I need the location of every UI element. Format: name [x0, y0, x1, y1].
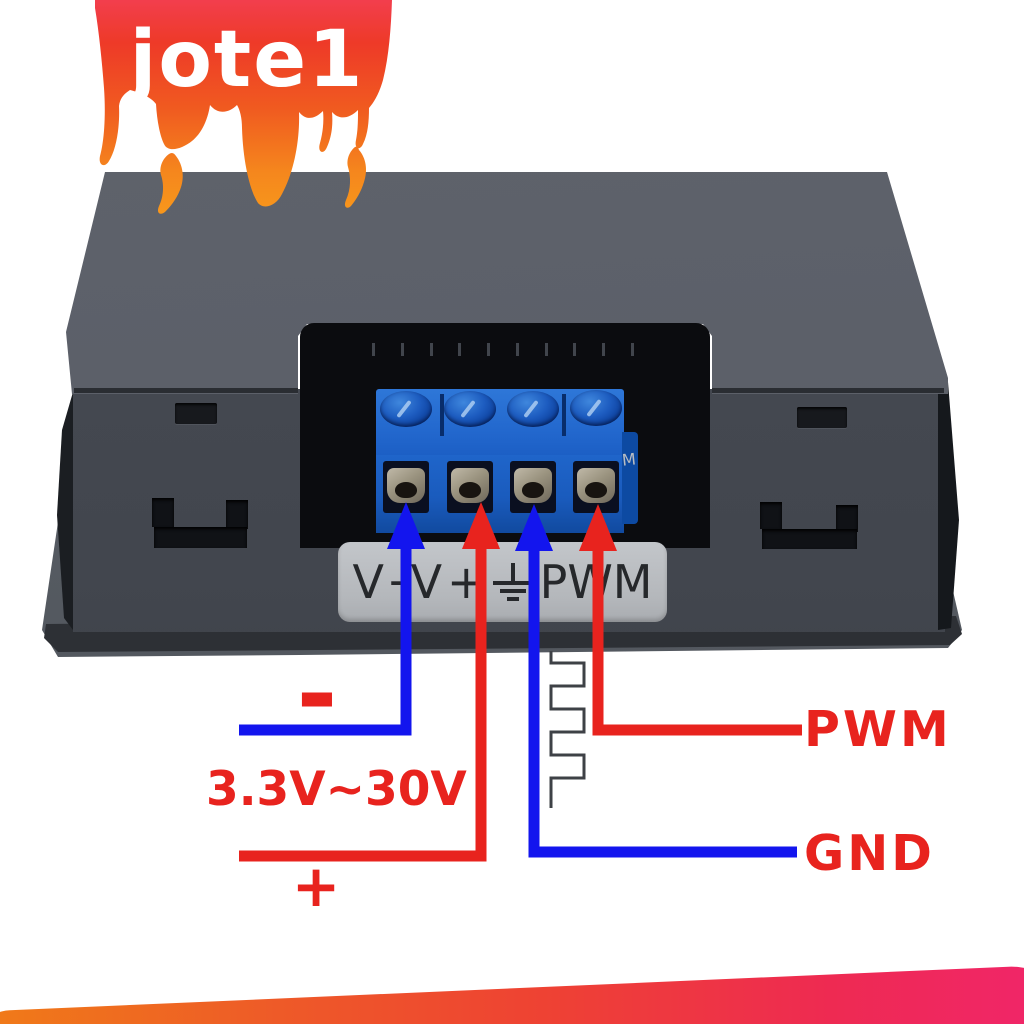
- wire-opening-gnd: [510, 461, 556, 513]
- vent-left-bar: [154, 527, 247, 548]
- vent-right-b: [836, 505, 858, 532]
- voltage-range-annotation: 3.3V~30V: [206, 762, 467, 817]
- vent-left-a: [152, 498, 174, 527]
- plus-annotation: +: [291, 852, 341, 920]
- terminal-screw-1: [380, 391, 432, 427]
- pin-header: [372, 343, 634, 357]
- watermark-flame-logo: jote1: [95, 0, 392, 214]
- terminal-separator: [440, 394, 444, 436]
- terminal-block-side-tab: [622, 432, 638, 524]
- vent-right-bar: [762, 529, 857, 549]
- square-wave-icon: [549, 651, 586, 808]
- watermark-text: jote1: [127, 15, 365, 105]
- wire-pwm: [592, 541, 802, 736]
- flame-shape: [95, 0, 392, 207]
- gnd-annotation: GND: [804, 825, 935, 882]
- flame-wisp-right: [344, 146, 367, 208]
- vent-slot-left-top: [175, 403, 217, 424]
- arrow-up-gnd: [515, 504, 553, 551]
- wire-opening-vminus: [383, 461, 429, 513]
- wire-gnd: [528, 541, 797, 858]
- terminal-screw-4: [570, 390, 622, 426]
- wire-opening-pwm: [573, 461, 619, 513]
- earth-ground-icon: [491, 563, 535, 605]
- wire-opening-vplus: [447, 461, 493, 513]
- vent-slot-right-top: [797, 407, 847, 428]
- label-v2: V: [410, 555, 443, 609]
- terminal-separator: [562, 394, 566, 436]
- vent-left-b: [226, 500, 248, 529]
- vent-right-a: [760, 502, 782, 529]
- arrow-up-vminus: [387, 502, 425, 549]
- arrow-up-pwm: [579, 504, 617, 551]
- flame-wisp-left: [157, 152, 183, 214]
- wire-vplus: [239, 541, 487, 862]
- wire-vminus: [239, 541, 412, 736]
- arrow-up-vplus: [462, 502, 500, 549]
- label-v1: V: [352, 555, 384, 609]
- pwm-annotation: PWM: [804, 701, 952, 758]
- minus-annotation: -: [296, 638, 338, 752]
- terminal-screw-2: [444, 391, 496, 427]
- terminal-screw-3: [507, 391, 559, 427]
